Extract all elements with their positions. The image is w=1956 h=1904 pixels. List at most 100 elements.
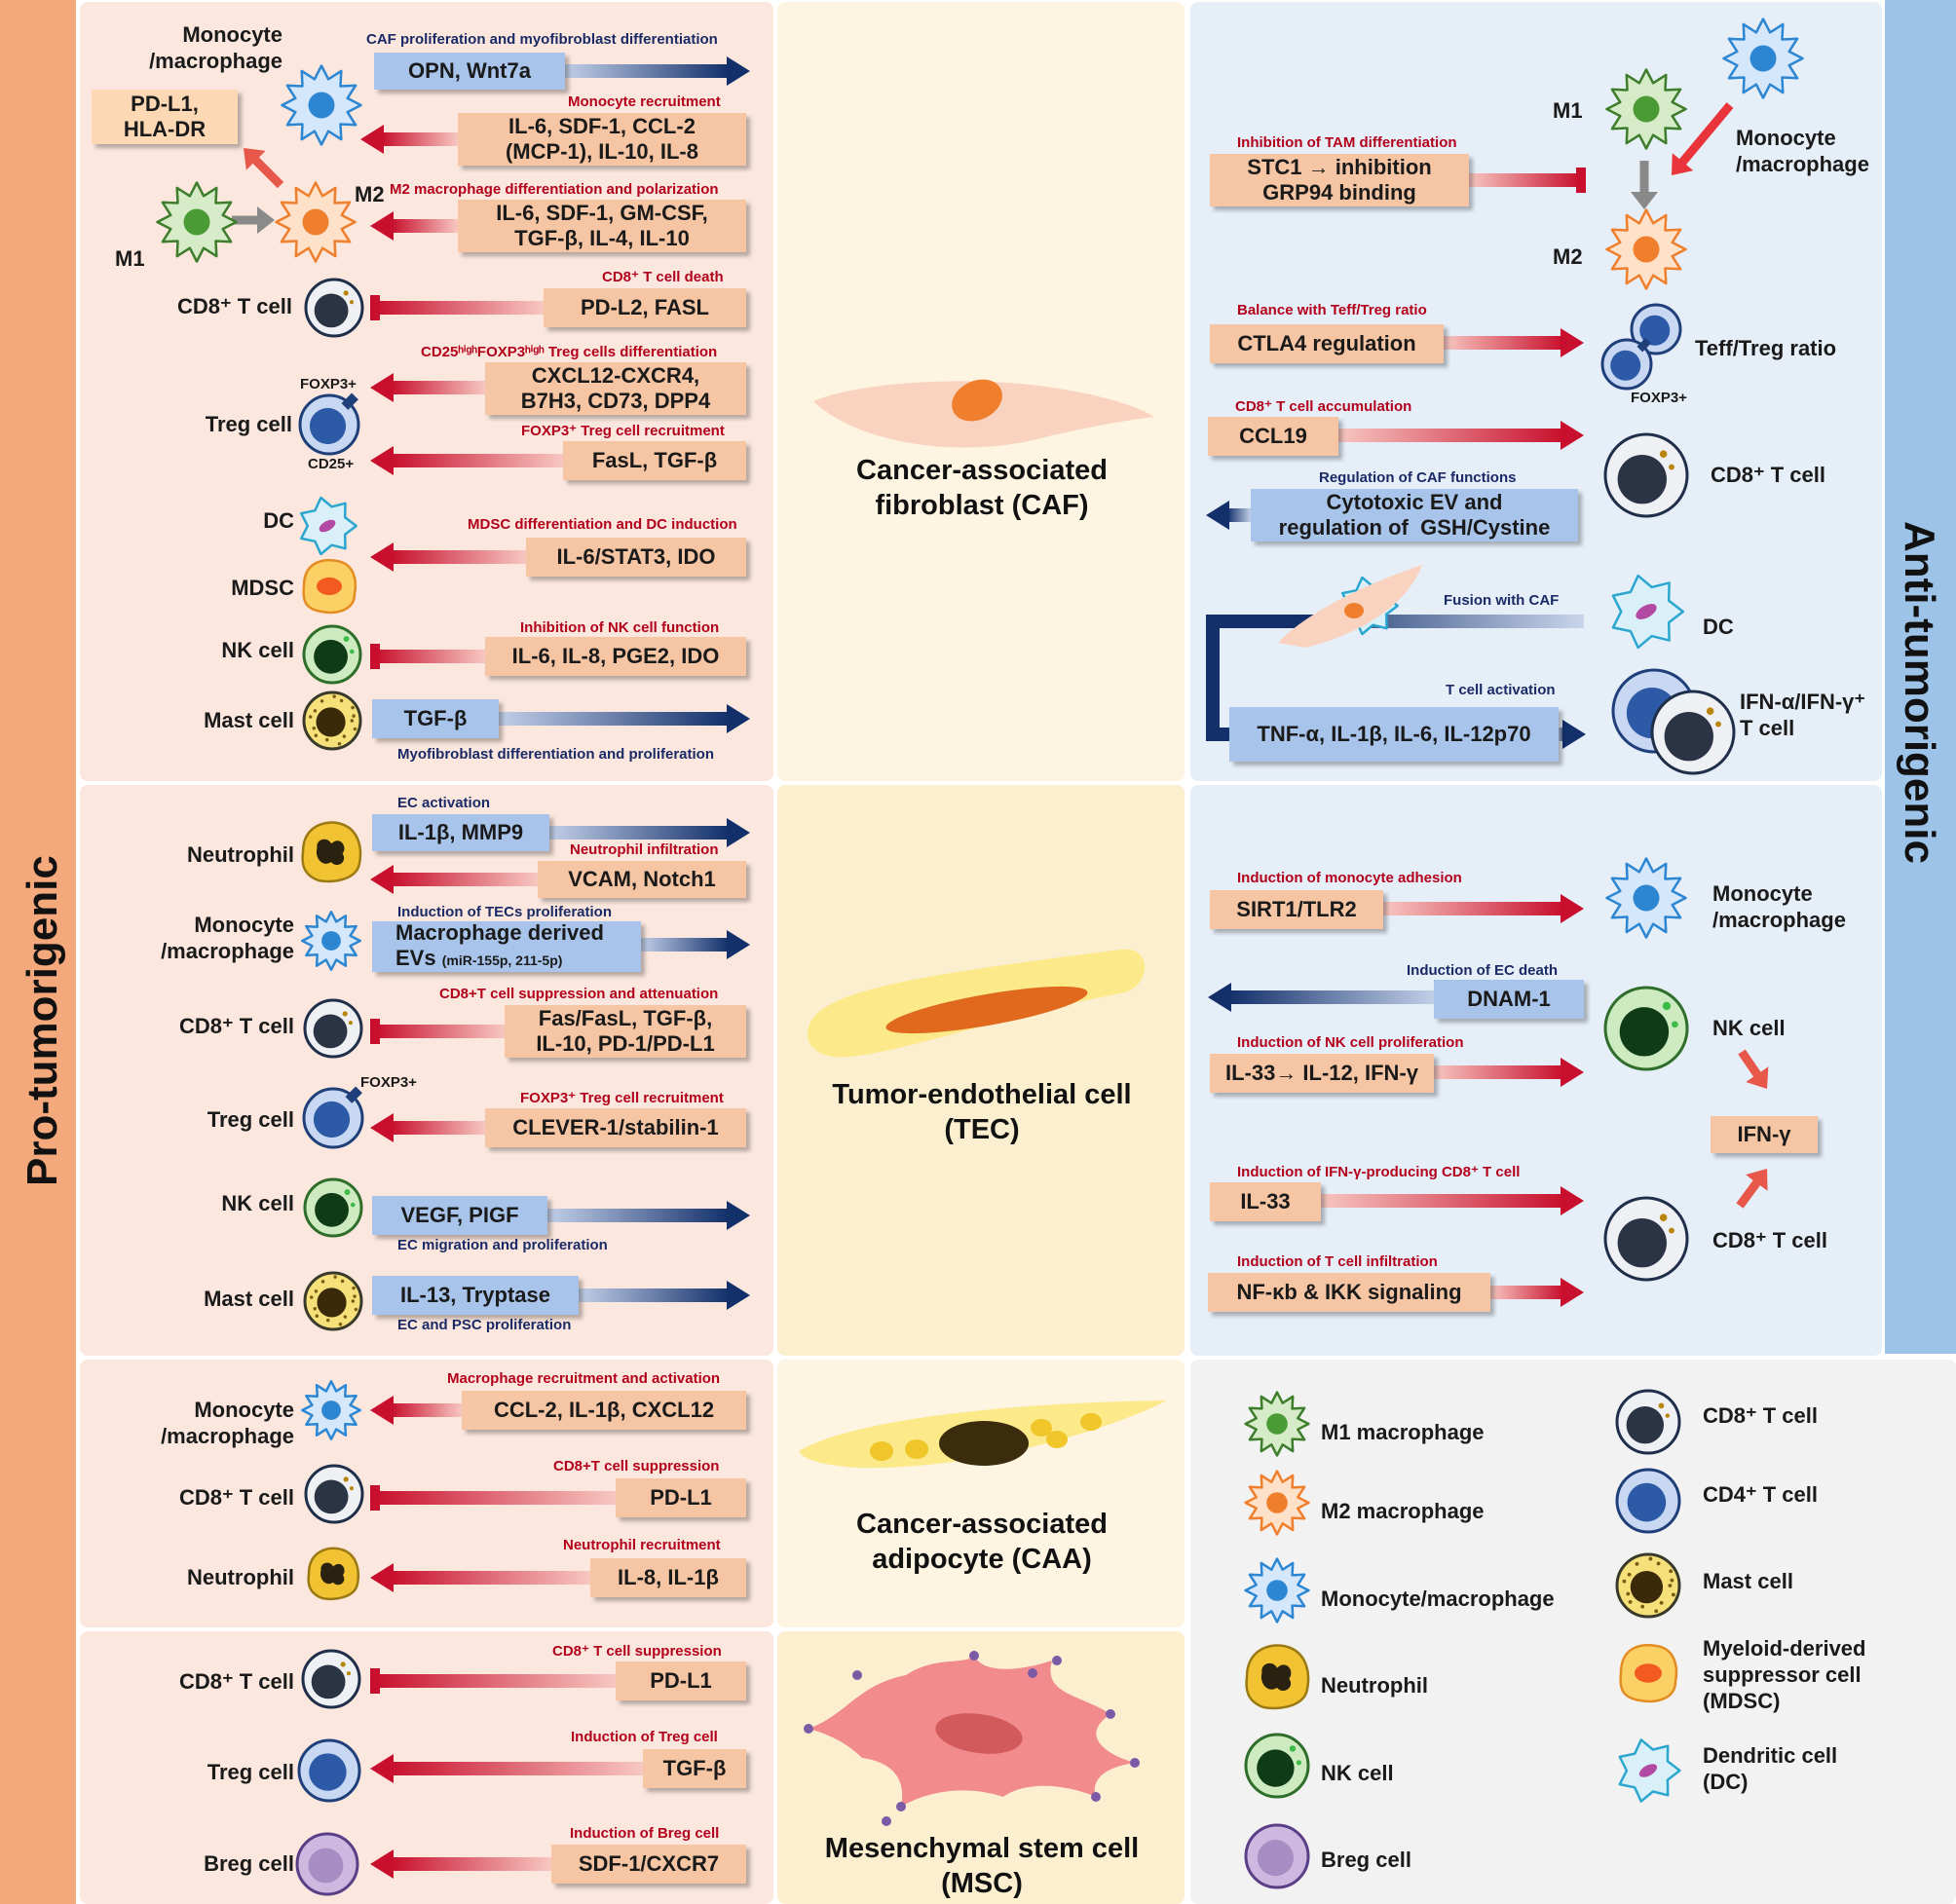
arrow-opn-wnt7a — [565, 56, 750, 86]
legend-mast-icon — [1615, 1552, 1681, 1619]
arrow-tnf-activation — [1559, 720, 1586, 749]
pro-caf-r1-label: CAF proliferation and myofibroblast diff… — [366, 31, 718, 48]
msc-stem-cell-shape — [804, 1651, 1140, 1826]
pro-caa-monocyte-cell — [301, 1380, 361, 1440]
arrow-monocyte-recruitment — [360, 125, 458, 154]
pro-tec-r3-box: Macrophage derived EVs (miR-155p, 211-5p… — [372, 920, 641, 972]
caa-title: Cancer-associated adipocyte (CAA) — [856, 1509, 1108, 1575]
legend-dc-label: Dendritic cell (DC) — [1703, 1743, 1838, 1794]
pro-tumorigenic-label: Pro-tumorigenic — [19, 855, 66, 1186]
arrow-clever1 — [370, 1113, 485, 1142]
anti-tec-nk-cell — [1603, 986, 1689, 1071]
pro-caf-treg-cell — [298, 392, 360, 456]
anti-tec-nk-label: NK cell — [1712, 1016, 1786, 1040]
m1-label-pro: M1 — [115, 246, 145, 271]
legend-breg-label: Breg cell — [1321, 1848, 1411, 1872]
legend-nk-icon — [1244, 1733, 1310, 1799]
pro-caf-r5-label: CD25ʰⁱᵍʰFOXP3ʰⁱᵍʰ Treg cells differentia… — [421, 344, 718, 360]
arrow-m1-to-m2-anti — [1631, 161, 1658, 209]
arrow-vegf-pigf — [547, 1201, 750, 1230]
anti-caf-r2-box: CTLA4 regulation — [1210, 324, 1444, 363]
arrow-m2-differentiation — [370, 211, 458, 241]
pro-caa-cd8-cell — [304, 1464, 364, 1524]
caf-fibroblast-shape — [813, 379, 1154, 448]
pro-caa-r2-box: PD-L1 — [616, 1478, 746, 1517]
arrow-cd8-to-ifng — [1736, 1169, 1768, 1209]
anti-caf-r2-label: Balance with Teff/Treg ratio — [1237, 302, 1427, 318]
pro-msc-breg-label: Breg cell — [204, 1851, 294, 1876]
pro-caa-r3-box: IL-8, IL-1β — [590, 1558, 746, 1597]
pro-caf-r6-label: FOXP3⁺ Treg cell recruitment — [521, 423, 725, 439]
pro-caf-mast-cell — [302, 691, 362, 751]
pro-msc-r2-label: Induction of Treg cell — [571, 1729, 718, 1745]
pro-caf-mdsc-label: MDSC — [231, 576, 294, 600]
tec-center-panel — [777, 785, 1185, 1356]
pro-caa-neutrophil-cell — [307, 1547, 360, 1601]
legend-m2-label: M2 macrophage — [1321, 1499, 1485, 1523]
anti-tec-r5-label: Induction of T cell infiltration — [1237, 1253, 1438, 1270]
pro-caf-cd8-cell — [304, 278, 364, 338]
arrow-stc1 — [1469, 168, 1586, 193]
pro-caf-nk-cell — [302, 624, 362, 685]
arrow-il8-caa — [370, 1563, 590, 1592]
pro-caf-treg-label: Treg cell — [205, 412, 292, 436]
arrow-nk-to-ifng — [1738, 1049, 1769, 1089]
m2-label-pro: M2 — [355, 182, 385, 206]
pro-tec-r6-label: EC migration and proliferation — [397, 1237, 608, 1253]
pro-tec-r6-box: VEGF, PIGF — [372, 1196, 547, 1235]
tec-title: Tumor-endothelial cell (TEC) — [832, 1079, 1132, 1145]
pro-caa-monocyte-label: Monocyte /macrophage — [161, 1398, 294, 1448]
legend-mdsc-label: Myeloid-derived suppressor cell (MDSC) — [1703, 1636, 1866, 1713]
anti-tec-r2-label: Induction of EC death — [1407, 962, 1558, 979]
legend-mast-label: Mast cell — [1703, 1569, 1793, 1593]
pro-caf-r3-label: M2 macrophage differentiation and polari… — [390, 181, 719, 198]
pro-caa-cd8-label: CD8⁺ T cell — [179, 1485, 294, 1510]
anti-caf-r1-label: Inhibition of TAM differentiation — [1237, 134, 1457, 151]
legend-mdsc-icon — [1619, 1643, 1678, 1703]
pro-tec-cd8-cell — [303, 998, 363, 1059]
anti-tec-r5-box: NF-κb & IKK signaling — [1208, 1273, 1490, 1312]
pro-caf-r8-box: IL-6, IL-8, PGE2, IDO — [485, 637, 746, 676]
pro-caf-r7-label: MDSC differentiation and DC induction — [468, 516, 737, 533]
pro-msc-r2-box: TGF-β — [643, 1749, 746, 1788]
anti-tec-ifng-box: IFN-γ — [1711, 1116, 1818, 1153]
anti-caf-m2-label: M2 — [1553, 244, 1583, 269]
arrow-treg-recruitment — [370, 446, 563, 475]
arrow-m1-to-m2-pro — [232, 206, 275, 234]
pro-tec-r1-box: IL-1β, MMP9 — [372, 814, 549, 851]
pro-tec-r2-box: VCAM, Notch1 — [538, 861, 746, 898]
arrow-m2-to-pdl1 — [244, 148, 284, 189]
arrow-sdf1-msc — [370, 1849, 551, 1879]
arrow-cd8-suppression-tec — [370, 1019, 505, 1044]
anti-tec-monocyte-cell — [1605, 857, 1687, 939]
fusion-caf-shape — [1278, 565, 1422, 648]
legend-cd8-label: CD8⁺ T cell — [1703, 1403, 1818, 1428]
pro-caf-monocyte-cell — [281, 64, 362, 146]
legend-mono-icon — [1244, 1557, 1310, 1624]
pro-tec-r4-label: CD8+T cell suppression and attenuation — [439, 986, 719, 1002]
anti-tec-r4-label: Induction of IFN-γ-producing CD8⁺ T cell — [1237, 1164, 1521, 1180]
anti-caf-m1-cell — [1605, 68, 1687, 150]
anti-caf-m1-label: M1 — [1553, 98, 1583, 123]
legend-mono-label: Monocyte/macrophage — [1321, 1587, 1555, 1611]
anti-tec-r3-label: Induction of NK cell proliferation — [1237, 1034, 1464, 1051]
pro-msc-treg-label: Treg cell — [207, 1760, 294, 1784]
pro-caa-r3-label: Neutrophil recruitment — [563, 1537, 721, 1553]
pro-caa-neutrophil-label: Neutrophil — [187, 1565, 294, 1589]
pdl1-hladr-box: PD-L1, HLA-DR — [92, 90, 238, 144]
pro-caf-r4-box: PD-L2, FASL — [544, 288, 746, 327]
anti-tec-r2-box: DNAM-1 — [1434, 980, 1584, 1019]
pro-caf-dc-label: DC — [263, 508, 294, 533]
arrow-nfkb — [1490, 1278, 1584, 1307]
arrow-vcam-notch1 — [370, 865, 538, 894]
arrow-pdl1-caa — [370, 1485, 616, 1511]
pro-tec-neutrophil-label: Neutrophil — [187, 842, 294, 867]
pro-msc-breg-cell — [295, 1832, 359, 1896]
pro-tec-neutrophil-cell — [301, 821, 362, 883]
pro-msc-r1-box: PD-L1 — [616, 1661, 746, 1700]
legend-dc-icon — [1618, 1738, 1681, 1803]
legend-panel — [1190, 1360, 1956, 1904]
pro-tec-r5-label: FOXP3⁺ Treg cell recruitment — [520, 1090, 724, 1106]
pro-tec-monocyte-label: Monocyte /macrophage — [161, 913, 294, 963]
pro-caf-r1-box: OPN, Wnt7a — [374, 53, 565, 90]
